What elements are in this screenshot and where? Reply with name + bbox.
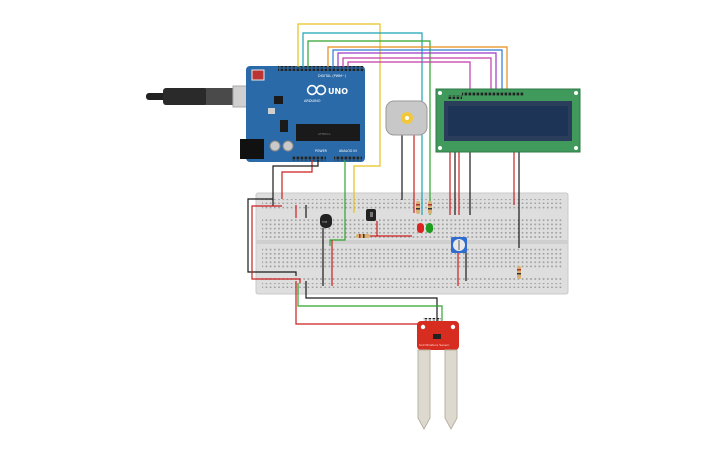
lcd-display [435,88,581,153]
wire-yellow[interactable] [297,23,381,213]
wire-magenta[interactable] [342,57,492,92]
wire-gnd[interactable] [272,160,319,206]
dc-jack [240,139,264,159]
transistor[interactable] [366,209,376,221]
wire-green-led[interactable] [307,40,431,215]
atmega-chip [296,124,360,141]
potentiometer[interactable] [451,237,467,253]
wire-gnd-rail-loop[interactable] [247,198,297,276]
sensor-title: Soil Moisture Sensor [419,343,450,347]
wire-orange[interactable] [327,46,508,92]
svg-text:TMP: TMP [322,220,328,224]
lcd-header [462,92,524,96]
power-header [292,156,326,161]
wire-sensor-sig[interactable] [297,283,443,323]
red-led[interactable] [417,223,424,233]
breadboard [255,192,569,295]
uno-label: UNO [328,87,348,96]
green-led[interactable] [426,223,433,233]
usb-cable [163,88,208,105]
arduino-logo-icon [306,84,327,96]
wire-blue[interactable] [332,49,503,92]
wire-sensor-gnd[interactable] [305,281,438,323]
wire-magenta-2[interactable] [347,61,471,92]
digital-header [278,66,364,71]
ic-label: ATMEGA [318,132,331,136]
resistor [428,201,432,214]
wire-a0[interactable] [329,160,346,246]
arduino-label: ARDUINO [304,99,321,103]
analog-label: ANALOG IN [339,149,357,153]
resistor [517,266,521,279]
dc-motor[interactable] [385,100,428,136]
sensor-probe-left [417,349,431,431]
digital-label: DIGITAL (PWM~) [318,74,347,78]
analog-header [334,156,362,161]
resistor [356,234,370,238]
reset-button[interactable] [251,69,265,81]
wire-5v-rail-loop[interactable] [251,205,301,283]
capacitor [282,140,294,152]
lcd-screen [448,106,568,136]
usb-plug-tip [146,93,166,100]
wire-purple[interactable] [337,52,497,92]
power-label: POWER [315,149,328,153]
arduino-uno-board[interactable]: DIGITAL (PWM~) UNO ARDUINO ATMEGA POWER … [146,66,365,162]
temperature-sensor[interactable]: TMP [320,214,332,228]
soil-moisture-sensor[interactable]: Soil Moisture Sensor [417,318,459,431]
sensor-probe-right [444,349,458,431]
resistor [416,201,420,214]
capacitor [269,140,281,152]
